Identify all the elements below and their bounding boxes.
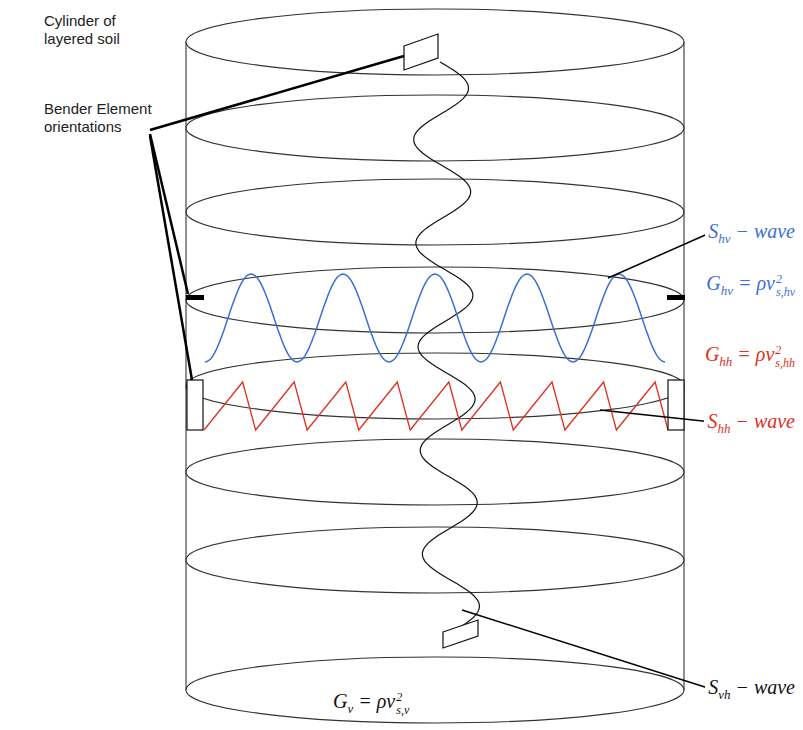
svh-wave xyxy=(414,62,480,632)
superscript: 2 xyxy=(776,273,795,286)
leader-line xyxy=(462,610,708,688)
subscript: hv xyxy=(721,283,733,298)
subscript: vh xyxy=(718,687,730,702)
soil-layer xyxy=(186,439,684,505)
soil-layer xyxy=(186,353,684,419)
cylinder-wall xyxy=(683,42,684,690)
subscript: hh xyxy=(717,421,730,436)
shv-wave xyxy=(205,274,665,362)
bender-element xyxy=(667,295,685,300)
bender-element xyxy=(186,295,204,300)
leader-line xyxy=(150,134,188,294)
index-stack: 2s,hh xyxy=(775,344,795,369)
subscript: s,hh xyxy=(775,357,795,370)
index-stack: 2s,hv xyxy=(776,273,795,298)
formula-text: − wave xyxy=(735,220,795,242)
leader-line xyxy=(608,232,712,278)
bender-element xyxy=(443,620,478,648)
formula-label: Shh − wave xyxy=(704,410,798,436)
formula-label: Svh − wave xyxy=(705,676,798,702)
leader-line xyxy=(150,56,404,130)
symbol: G xyxy=(706,272,720,294)
soil-layer xyxy=(186,527,684,593)
soil-layer xyxy=(186,179,684,245)
superscript: 2 xyxy=(396,691,409,704)
bender-element xyxy=(668,380,684,430)
subscript: s,hv xyxy=(776,286,795,299)
bender-element xyxy=(187,380,203,430)
note-label: Bender Element orientations xyxy=(44,100,164,136)
subscript: v xyxy=(347,701,353,716)
formula-label: Ghv = ρv2s,hv xyxy=(703,272,798,299)
formula-label: Gv = ρv2s,v xyxy=(330,690,412,717)
soil-layer xyxy=(186,95,684,161)
subscript: hh xyxy=(719,354,732,369)
soil-layer xyxy=(186,9,684,75)
formula-label: Ghh = ρv2s,hh xyxy=(702,343,798,370)
formula-text: − wave xyxy=(735,410,795,432)
symbol: G xyxy=(705,343,719,365)
note-label: Cylinder of layered soil xyxy=(44,12,164,48)
soil-layer xyxy=(186,657,684,723)
superscript: 2 xyxy=(775,344,795,357)
symbol: S xyxy=(707,410,717,432)
formula-text: = ρv xyxy=(738,272,775,294)
subscript: s,v xyxy=(396,704,409,717)
bender-element xyxy=(404,34,438,70)
symbol: S xyxy=(708,676,718,698)
symbol: G xyxy=(333,690,347,712)
shh-wave xyxy=(204,382,668,430)
leader-line xyxy=(150,136,192,380)
cylinder-wall xyxy=(185,42,186,690)
leader-line xyxy=(600,410,712,422)
formula-text: − wave xyxy=(735,676,795,698)
formula-label: Shv − wave xyxy=(705,220,798,246)
formula-text: = ρv xyxy=(737,343,774,365)
index-stack: 2s,v xyxy=(396,691,409,716)
symbol: S xyxy=(708,220,718,242)
subscript: hv xyxy=(718,231,730,246)
formula-text: = ρv xyxy=(358,690,395,712)
